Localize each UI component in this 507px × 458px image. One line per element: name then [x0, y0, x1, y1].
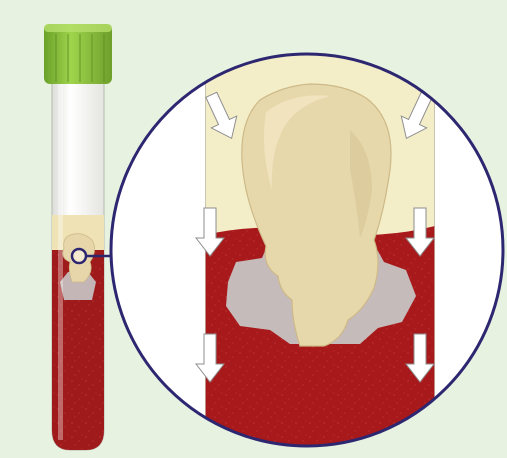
test-tube [44, 24, 112, 455]
tube-cap [44, 24, 112, 84]
focus-marker [72, 249, 86, 263]
magnified-view [111, 40, 503, 458]
